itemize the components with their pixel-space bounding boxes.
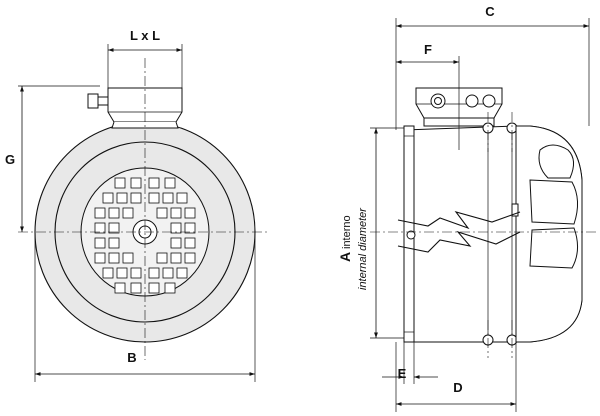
terminal-box-front — [87, 87, 183, 129]
dim-lxl: L x L — [130, 28, 160, 43]
dim-a-interno: interno — [341, 215, 353, 249]
dim-f: F — [424, 42, 432, 57]
dim-b: B — [127, 350, 136, 365]
dim-d: D — [453, 380, 462, 395]
cable-gland — [87, 93, 99, 109]
dim-a: A — [337, 252, 353, 262]
fan-grille — [94, 177, 196, 294]
dim-e: E — [398, 366, 407, 381]
side-view: C F A interno internal diameter E D — [337, 4, 598, 412]
dim-a-internal-diameter: internal diameter — [357, 207, 369, 290]
fan-blades — [511, 144, 578, 269]
front-view: L x L G B — [5, 28, 268, 382]
cutaway-line — [397, 211, 521, 253]
dim-g: G — [5, 152, 15, 167]
dim-c: C — [485, 4, 495, 19]
